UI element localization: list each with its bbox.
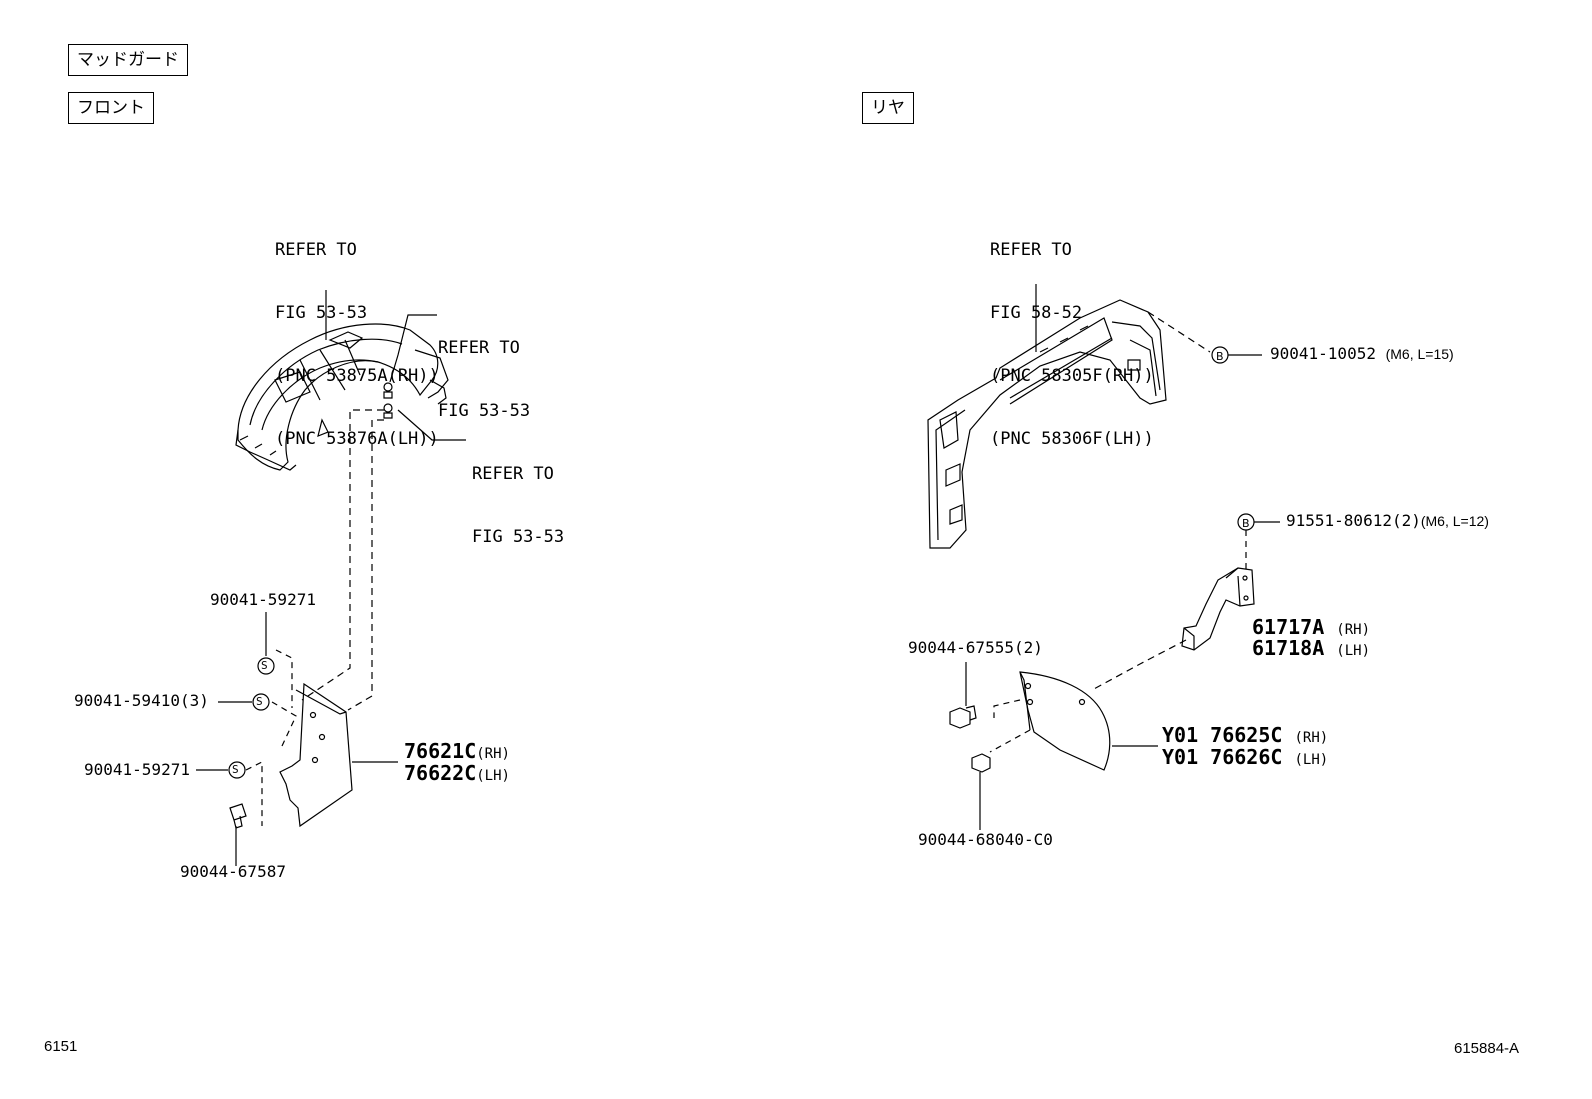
rear-header: リヤ bbox=[862, 92, 914, 124]
rear-part-clip: 90044-67555(2) bbox=[908, 638, 1043, 657]
rear-bracket-lh: 61718A (LH) bbox=[1252, 636, 1371, 660]
rear-mudguard-lh: Y01 76626C (LH) bbox=[1162, 745, 1329, 769]
front-part-p3: 90041-59271 bbox=[84, 760, 190, 779]
front-refer-upper: REFER TO FIG 53-53 bbox=[438, 338, 531, 421]
footer-right: 615884-A bbox=[1454, 1040, 1520, 1057]
rear-part-b2: 91551-80612(2)(M6, L=12) bbox=[1286, 511, 1489, 530]
rear-b-markers: B B bbox=[1211, 346, 1280, 574]
front-part-p1: 90041-59271 bbox=[210, 590, 316, 609]
rear-clip bbox=[949, 662, 977, 729]
rear-refer-main: REFER TO FIG 58-52 (PNC 58305F(RH)) (PNC… bbox=[990, 240, 1154, 449]
s-marker-1: S bbox=[261, 659, 268, 672]
s-marker-2: S bbox=[256, 695, 263, 708]
rear-bracket-rh: 61717A (RH) bbox=[1252, 615, 1371, 639]
front-fender-liner bbox=[235, 323, 449, 471]
front-refer-lower: REFER TO FIG 53-53 bbox=[472, 464, 565, 547]
front-leaders bbox=[301, 290, 466, 711]
front-mud-flap bbox=[245, 649, 398, 828]
rear-bracket bbox=[1091, 567, 1255, 691]
b-marker-2: B bbox=[1242, 517, 1250, 530]
front-part-p4: 90044-67587 bbox=[180, 862, 286, 881]
rear-part-b1: 90041-10052 (M6, L=15) bbox=[1270, 344, 1454, 363]
front-mudguard-lh: 76622C(LH) bbox=[404, 761, 510, 785]
front-mudguard-rh: 76621C(RH) bbox=[404, 739, 510, 763]
mudguard-header: マッドガード bbox=[68, 44, 188, 76]
rear-screw bbox=[971, 753, 991, 830]
front-part-p2: 90041-59410(3) bbox=[74, 691, 209, 710]
front-push-clip bbox=[229, 803, 247, 866]
s-marker-3: S bbox=[232, 763, 239, 776]
footer-left: 6151 bbox=[44, 1038, 78, 1055]
rear-part-screw: 90044-68040-C0 bbox=[918, 830, 1053, 849]
rear-quarter-panel bbox=[927, 284, 1211, 549]
front-s-markers bbox=[196, 612, 275, 779]
front-refer-main: REFER TO FIG 53-53 (PNC 53875A(RH)) (PNC… bbox=[275, 240, 439, 449]
rear-mud-flap bbox=[989, 671, 1158, 771]
b-marker-1: B bbox=[1216, 350, 1224, 363]
front-header: フロント bbox=[68, 92, 154, 124]
rear-mudguard-rh: Y01 76625C (RH) bbox=[1162, 723, 1329, 747]
